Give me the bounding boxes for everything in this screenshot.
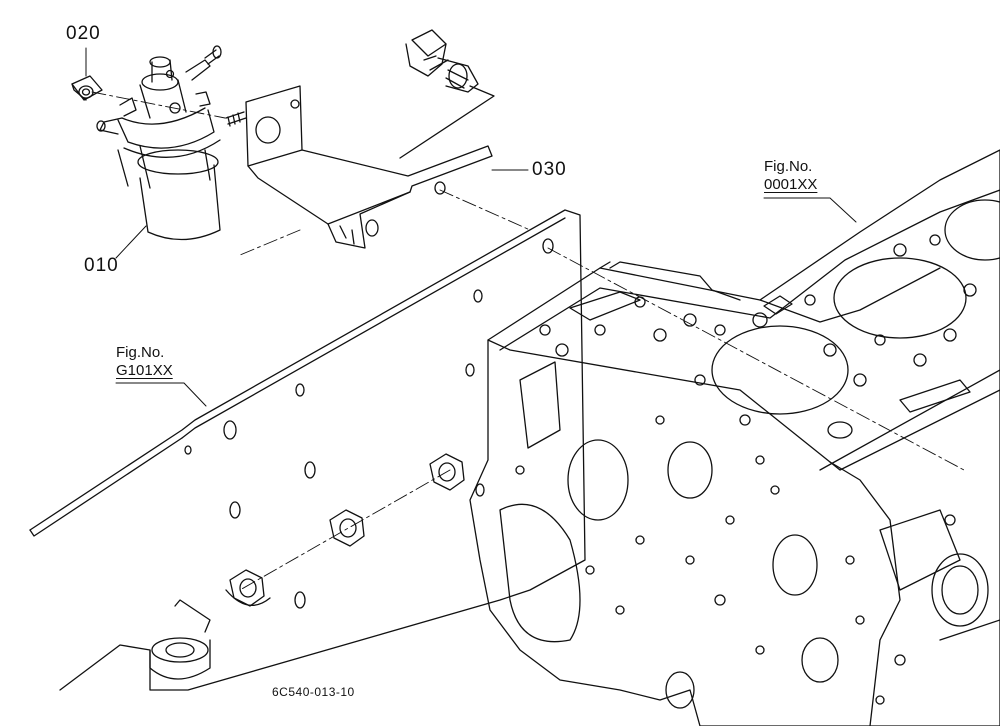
figure-ref-code: G101XX [116,362,173,379]
callout-030: 030 [532,159,567,180]
banjo-bolt-drawing [405,29,479,93]
drawing-number: 6C540-013-10 [272,685,355,699]
engine-block-drawing [469,149,1000,726]
figure-ref-prefix: Fig.No. [764,158,813,175]
callout-020: 020 [66,23,101,44]
callout-010: 010 [84,255,119,276]
bracket-drawing [245,85,495,249]
plate-drawing [29,209,586,691]
figure-ref-plate: Fig.No. G101XX [116,344,173,380]
figure-ref-prefix: Fig.No. [116,344,165,361]
figure-ref-code: 0001XX [764,176,818,193]
center-lines [91,91,965,591]
fuel-filter-drawing [96,45,247,241]
washer-drawing [71,75,103,101]
leader-lines [85,47,857,407]
figure-ref-engine-block: Fig.No. 0001XX [764,158,817,194]
flange-nuts-drawing [225,453,465,607]
